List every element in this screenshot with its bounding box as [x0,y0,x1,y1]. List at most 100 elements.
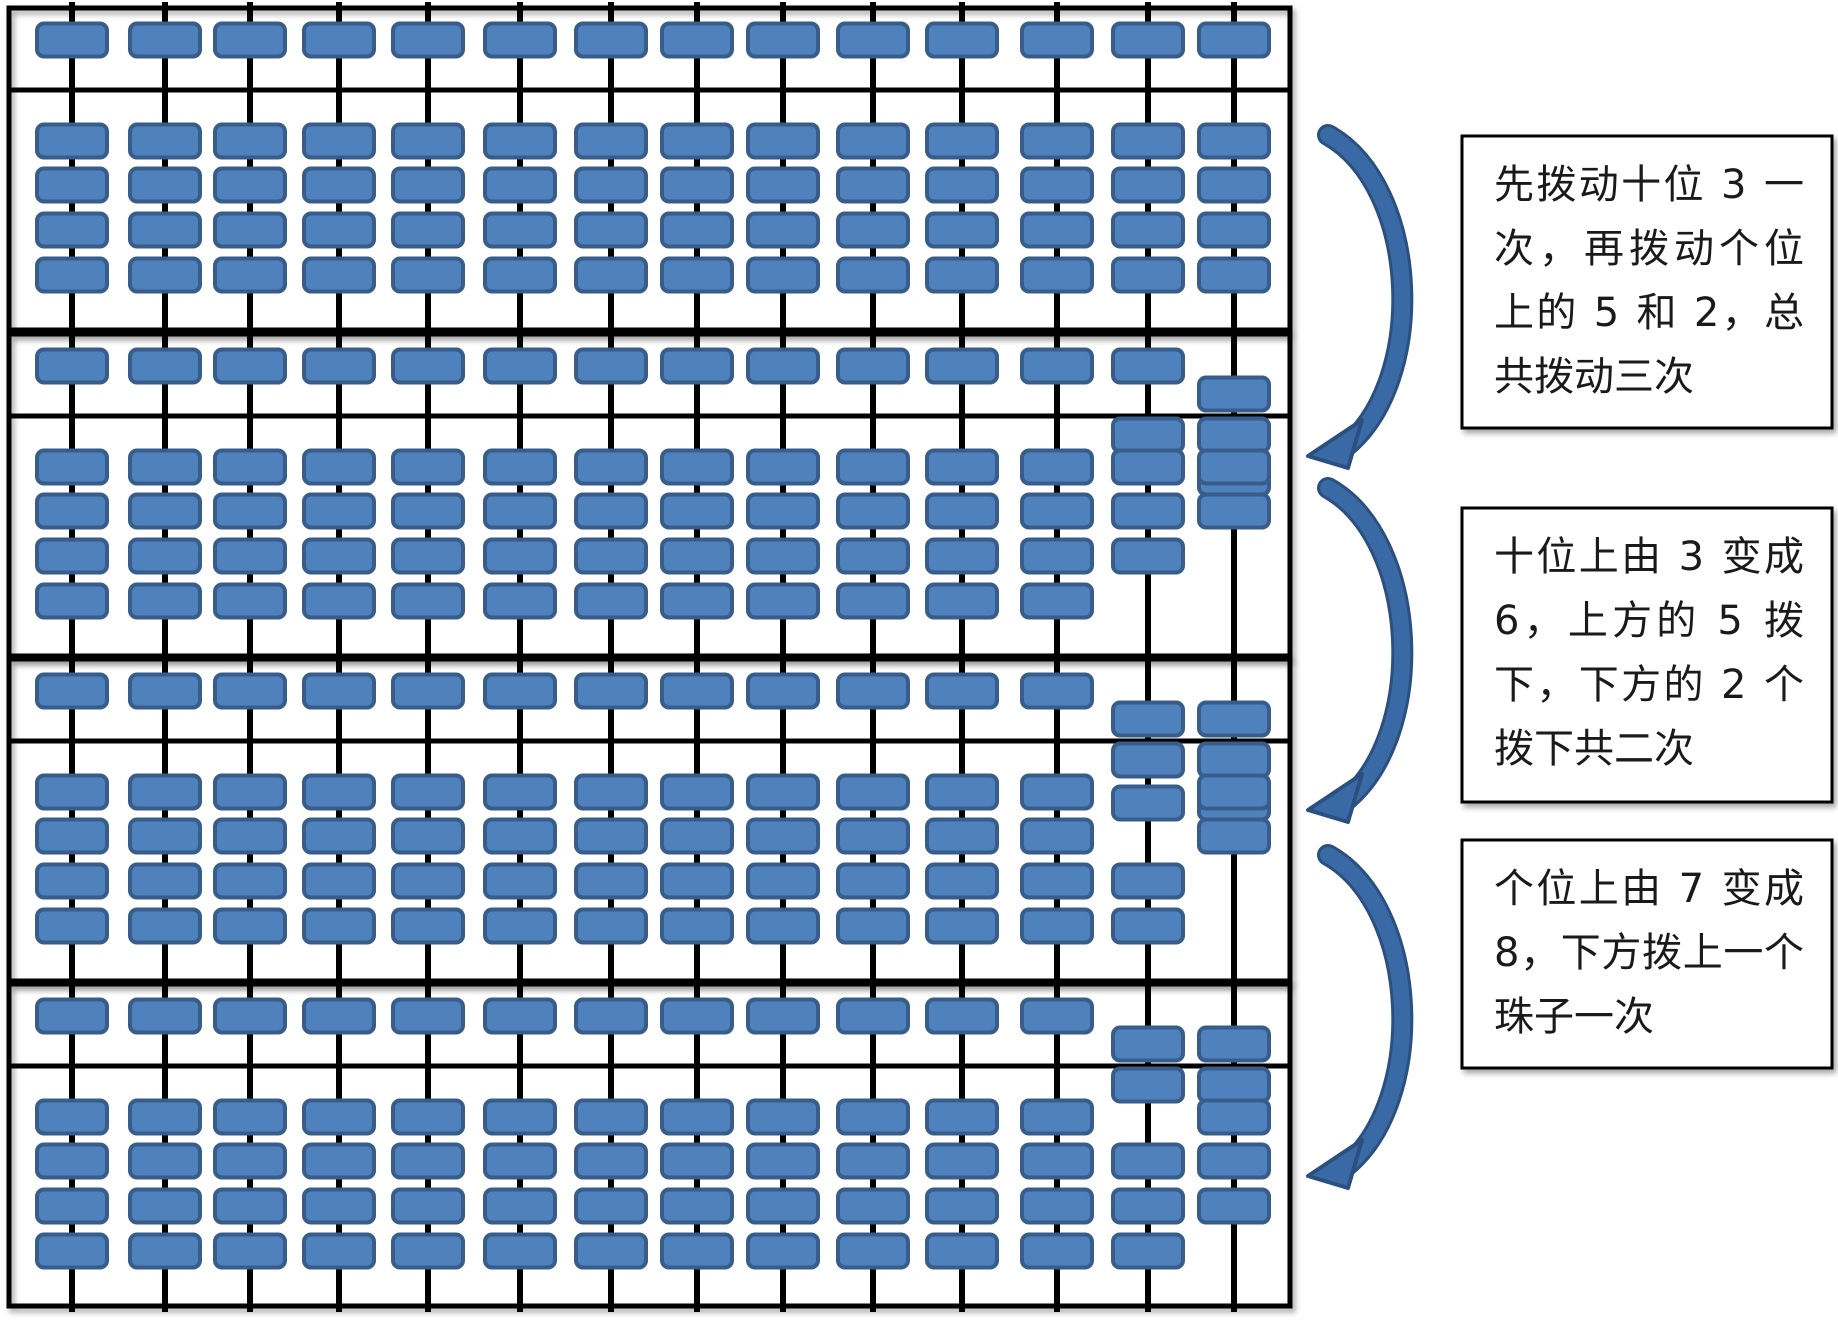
upper-bead [836,997,910,1035]
lower-bead [746,537,820,575]
lower-bead [660,1098,734,1136]
upper-bead [35,21,109,59]
lower-bead [746,492,820,530]
lower-bead [391,907,465,945]
upper-bead [302,347,376,385]
lower-bead [1020,166,1094,204]
lower-bead [836,817,910,855]
lower-bead [1197,492,1271,530]
lower-bead [746,256,820,294]
lower-bead [391,1142,465,1180]
upper-bead [574,347,648,385]
abacus-frame [6,653,1293,987]
upper-bead [35,347,109,385]
lower-bead [574,537,648,575]
lower-bead [302,582,376,620]
lower-bead [1197,448,1271,486]
lower-bead [925,1142,999,1180]
lower-bead [1111,1187,1185,1225]
lower-bead [1197,166,1271,204]
lower-bead [35,862,109,900]
lower-bead [746,582,820,620]
lower-bead [35,1098,109,1136]
lower-bead [35,1187,109,1225]
lower-bead [574,1098,648,1136]
upper-bead [128,21,202,59]
lower-bead [1020,582,1094,620]
upper-bead [1020,997,1094,1035]
lower-bead [836,1142,910,1180]
lower-bead [213,907,287,945]
lower-bead [302,256,376,294]
lower-bead [836,256,910,294]
upper-bead [746,997,820,1035]
lower-bead [128,122,202,160]
upper-bead [1197,1025,1271,1063]
upper-bead [302,672,376,710]
lower-bead [128,1232,202,1270]
note-box [1460,506,1834,804]
lower-bead [483,537,557,575]
lower-bead [660,492,734,530]
lower-bead [925,537,999,575]
lower-bead [574,211,648,249]
lower-bead [660,1142,734,1180]
lower-bead [35,537,109,575]
upper-bead [660,21,734,59]
lower-bead [1197,211,1271,249]
lower-bead [483,817,557,855]
step-arrows [1306,124,1414,1190]
lower-bead [746,1142,820,1180]
upper-bead [1111,21,1185,59]
lower-bead [574,492,648,530]
upper-bead [1111,700,1185,738]
lower-bead [35,211,109,249]
lower-bead [925,773,999,811]
lower-bead [1197,817,1271,855]
upper-bead [213,672,287,710]
upper-bead [1111,347,1185,385]
lower-bead [1111,907,1185,945]
lower-bead [1197,122,1271,160]
note-line: 拨下共二次 [1494,726,1694,772]
lower-bead [35,256,109,294]
lower-bead [660,582,734,620]
upper-bead [746,672,820,710]
lower-bead-raised [1111,784,1185,822]
lower-bead [302,211,376,249]
lower-bead [213,817,287,855]
upper-bead [836,21,910,59]
upper-bead [391,997,465,1035]
upper-bead [391,21,465,59]
lower-bead [483,1142,557,1180]
lower-bead [483,907,557,945]
lower-bead [483,256,557,294]
upper-bead [128,997,202,1035]
lower-bead-raised [1197,1066,1271,1104]
upper-bead [1197,700,1271,738]
lower-bead [660,907,734,945]
upper-bead [128,347,202,385]
upper-bead [836,347,910,385]
lower-bead [391,122,465,160]
note-box [1460,134,1834,430]
lower-bead [1111,448,1185,486]
lower-bead [1020,122,1094,160]
lower-bead [391,211,465,249]
note-line: 共拨动三次 [1494,354,1694,400]
lower-bead [746,907,820,945]
lower-bead [483,122,557,160]
lower-bead [35,582,109,620]
lower-bead [128,537,202,575]
lower-bead [1020,773,1094,811]
abacus-frame-border [6,656,1293,984]
abacus-frame-border [6,981,1293,1309]
upper-bead [925,347,999,385]
upper-bead [483,21,557,59]
lower-bead [483,1232,557,1270]
lower-bead [574,166,648,204]
lower-bead [574,773,648,811]
